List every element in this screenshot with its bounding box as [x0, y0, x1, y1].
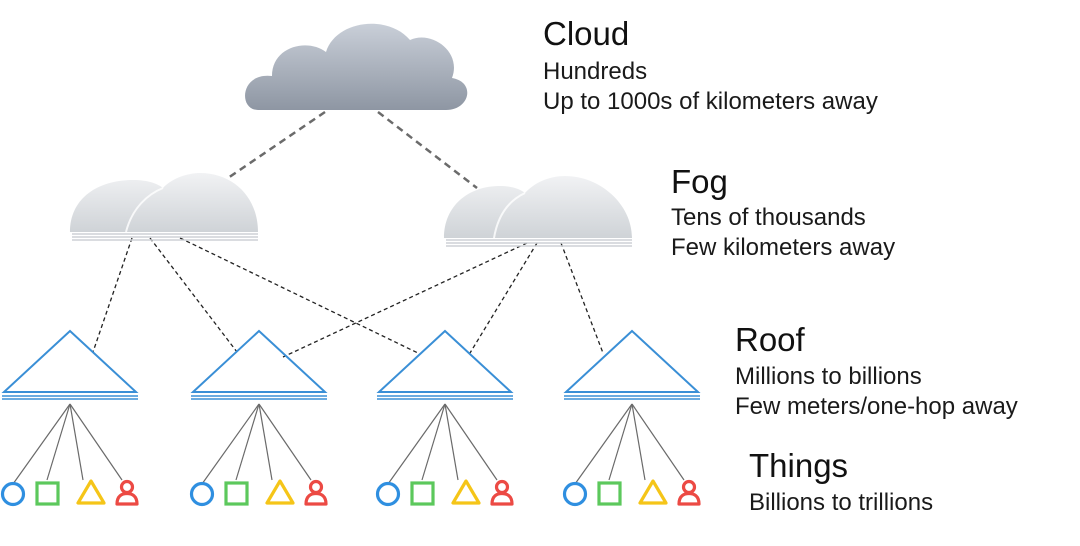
device-group: [189, 479, 328, 507]
device-link: [387, 403, 446, 485]
device-link: [444, 403, 459, 481]
roof-icon: [563, 329, 701, 393]
roof-nodes: [0, 329, 701, 507]
square-icon: [224, 481, 249, 506]
device-link: [201, 403, 260, 485]
roof-node-4: [562, 329, 701, 507]
link-fog1-roof3: [179, 237, 421, 355]
roof-icon: [190, 329, 328, 393]
person-icon: [115, 479, 139, 506]
roof-distance: Few meters/one-hop away: [735, 393, 1018, 420]
device-links: [574, 403, 685, 485]
device-link: [46, 403, 71, 481]
circle-icon: [375, 481, 401, 507]
cloud-fog-links: [224, 110, 478, 189]
device-group: [562, 479, 701, 507]
link-fog1-roof2: [149, 237, 238, 353]
things-count: Billions to trillions: [749, 489, 934, 516]
device-links: [12, 403, 123, 485]
things-title: Things: [749, 447, 849, 484]
device-link: [12, 403, 71, 485]
link-fog2-roof4: [560, 242, 604, 354]
device-link: [608, 403, 633, 481]
fog-title: Fog: [671, 163, 728, 200]
fog-distance: Few kilometers away: [671, 234, 896, 261]
square-icon: [410, 481, 435, 506]
square-icon: [35, 481, 60, 506]
circle-icon: [189, 481, 215, 507]
link-cloud-fog-2: [377, 111, 478, 189]
cloud-distance: Up to 1000s of kilometers away: [543, 88, 878, 115]
roof-icon: [1, 329, 139, 393]
device-link: [258, 403, 312, 481]
device-links: [387, 403, 498, 485]
cloud-title: Cloud: [543, 15, 630, 52]
roof-node-3: [375, 329, 514, 507]
roof-title: Roof: [735, 321, 805, 358]
person-icon: [304, 479, 328, 506]
circle-icon: [562, 481, 588, 507]
device-link: [421, 403, 446, 481]
device-group: [0, 479, 139, 507]
square-icon: [597, 481, 622, 506]
link-fog2-roof2: [282, 242, 528, 358]
roof-count: Millions to billions: [735, 363, 922, 390]
device-link: [258, 403, 273, 481]
fog-count: Tens of thousands: [671, 204, 866, 231]
triangle-icon: [638, 479, 668, 505]
device-link: [69, 403, 123, 481]
device-link: [631, 403, 685, 481]
fog-node-2-icon: [444, 176, 632, 247]
triangle-icon: [265, 479, 295, 505]
link-fog1-roof1: [92, 237, 133, 353]
link-fog2-roof3: [469, 242, 538, 354]
roof-node-1: [0, 329, 139, 507]
person-icon: [677, 479, 701, 506]
triangle-icon: [76, 479, 106, 505]
link-cloud-fog-1: [224, 110, 326, 182]
device-link: [69, 403, 84, 481]
device-link: [631, 403, 646, 481]
person-icon: [490, 479, 514, 506]
fog-node-1-icon: [70, 173, 258, 241]
device-link: [235, 403, 260, 481]
roof-icon: [376, 329, 514, 393]
device-link: [444, 403, 498, 481]
device-links: [201, 403, 312, 485]
fog-roof-links: [92, 237, 604, 358]
device-link: [574, 403, 633, 485]
circle-icon: [0, 481, 26, 507]
triangle-icon: [451, 479, 481, 505]
device-group: [375, 479, 514, 507]
cloud-count: Hundreds: [543, 58, 648, 85]
cloud-icon: [245, 23, 468, 110]
roof-node-2: [189, 329, 328, 507]
